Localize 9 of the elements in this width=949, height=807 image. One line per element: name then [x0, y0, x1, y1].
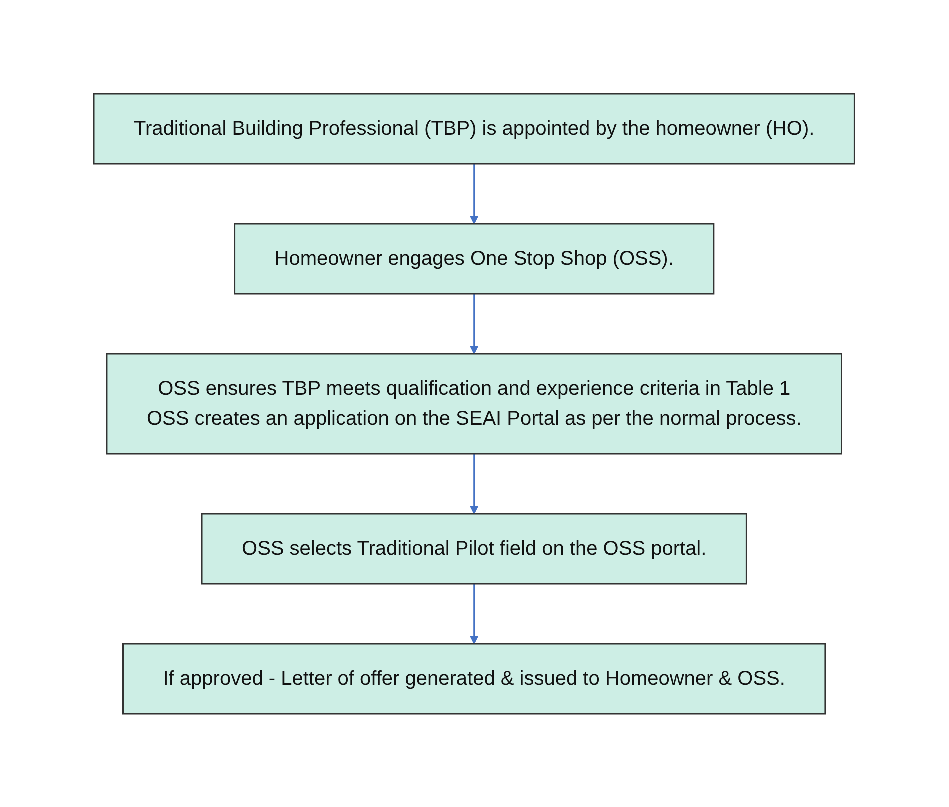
node-box: If approved - Letter of offer generated & issued to Homeowner & OSS. — [122, 642, 826, 714]
node-box: Traditional Building Professional (TBP) is appointed by the homeowner (HO). — [93, 92, 856, 164]
node-box: Homeowner engages One Stop Shop (OSS). — [234, 222, 715, 294]
arrow — [470, 584, 479, 644]
arrow — [470, 164, 479, 224]
node-box: OSS ensures TBP meets qualification and experience criteria in Table 1 OSS creates an application on the SEAI Portal as per the normal process. — [106, 352, 843, 454]
arrow — [470, 294, 479, 354]
node-box: OSS selects Traditional Pilot field on the OSS portal. — [201, 512, 748, 584]
arrow — [470, 454, 479, 514]
